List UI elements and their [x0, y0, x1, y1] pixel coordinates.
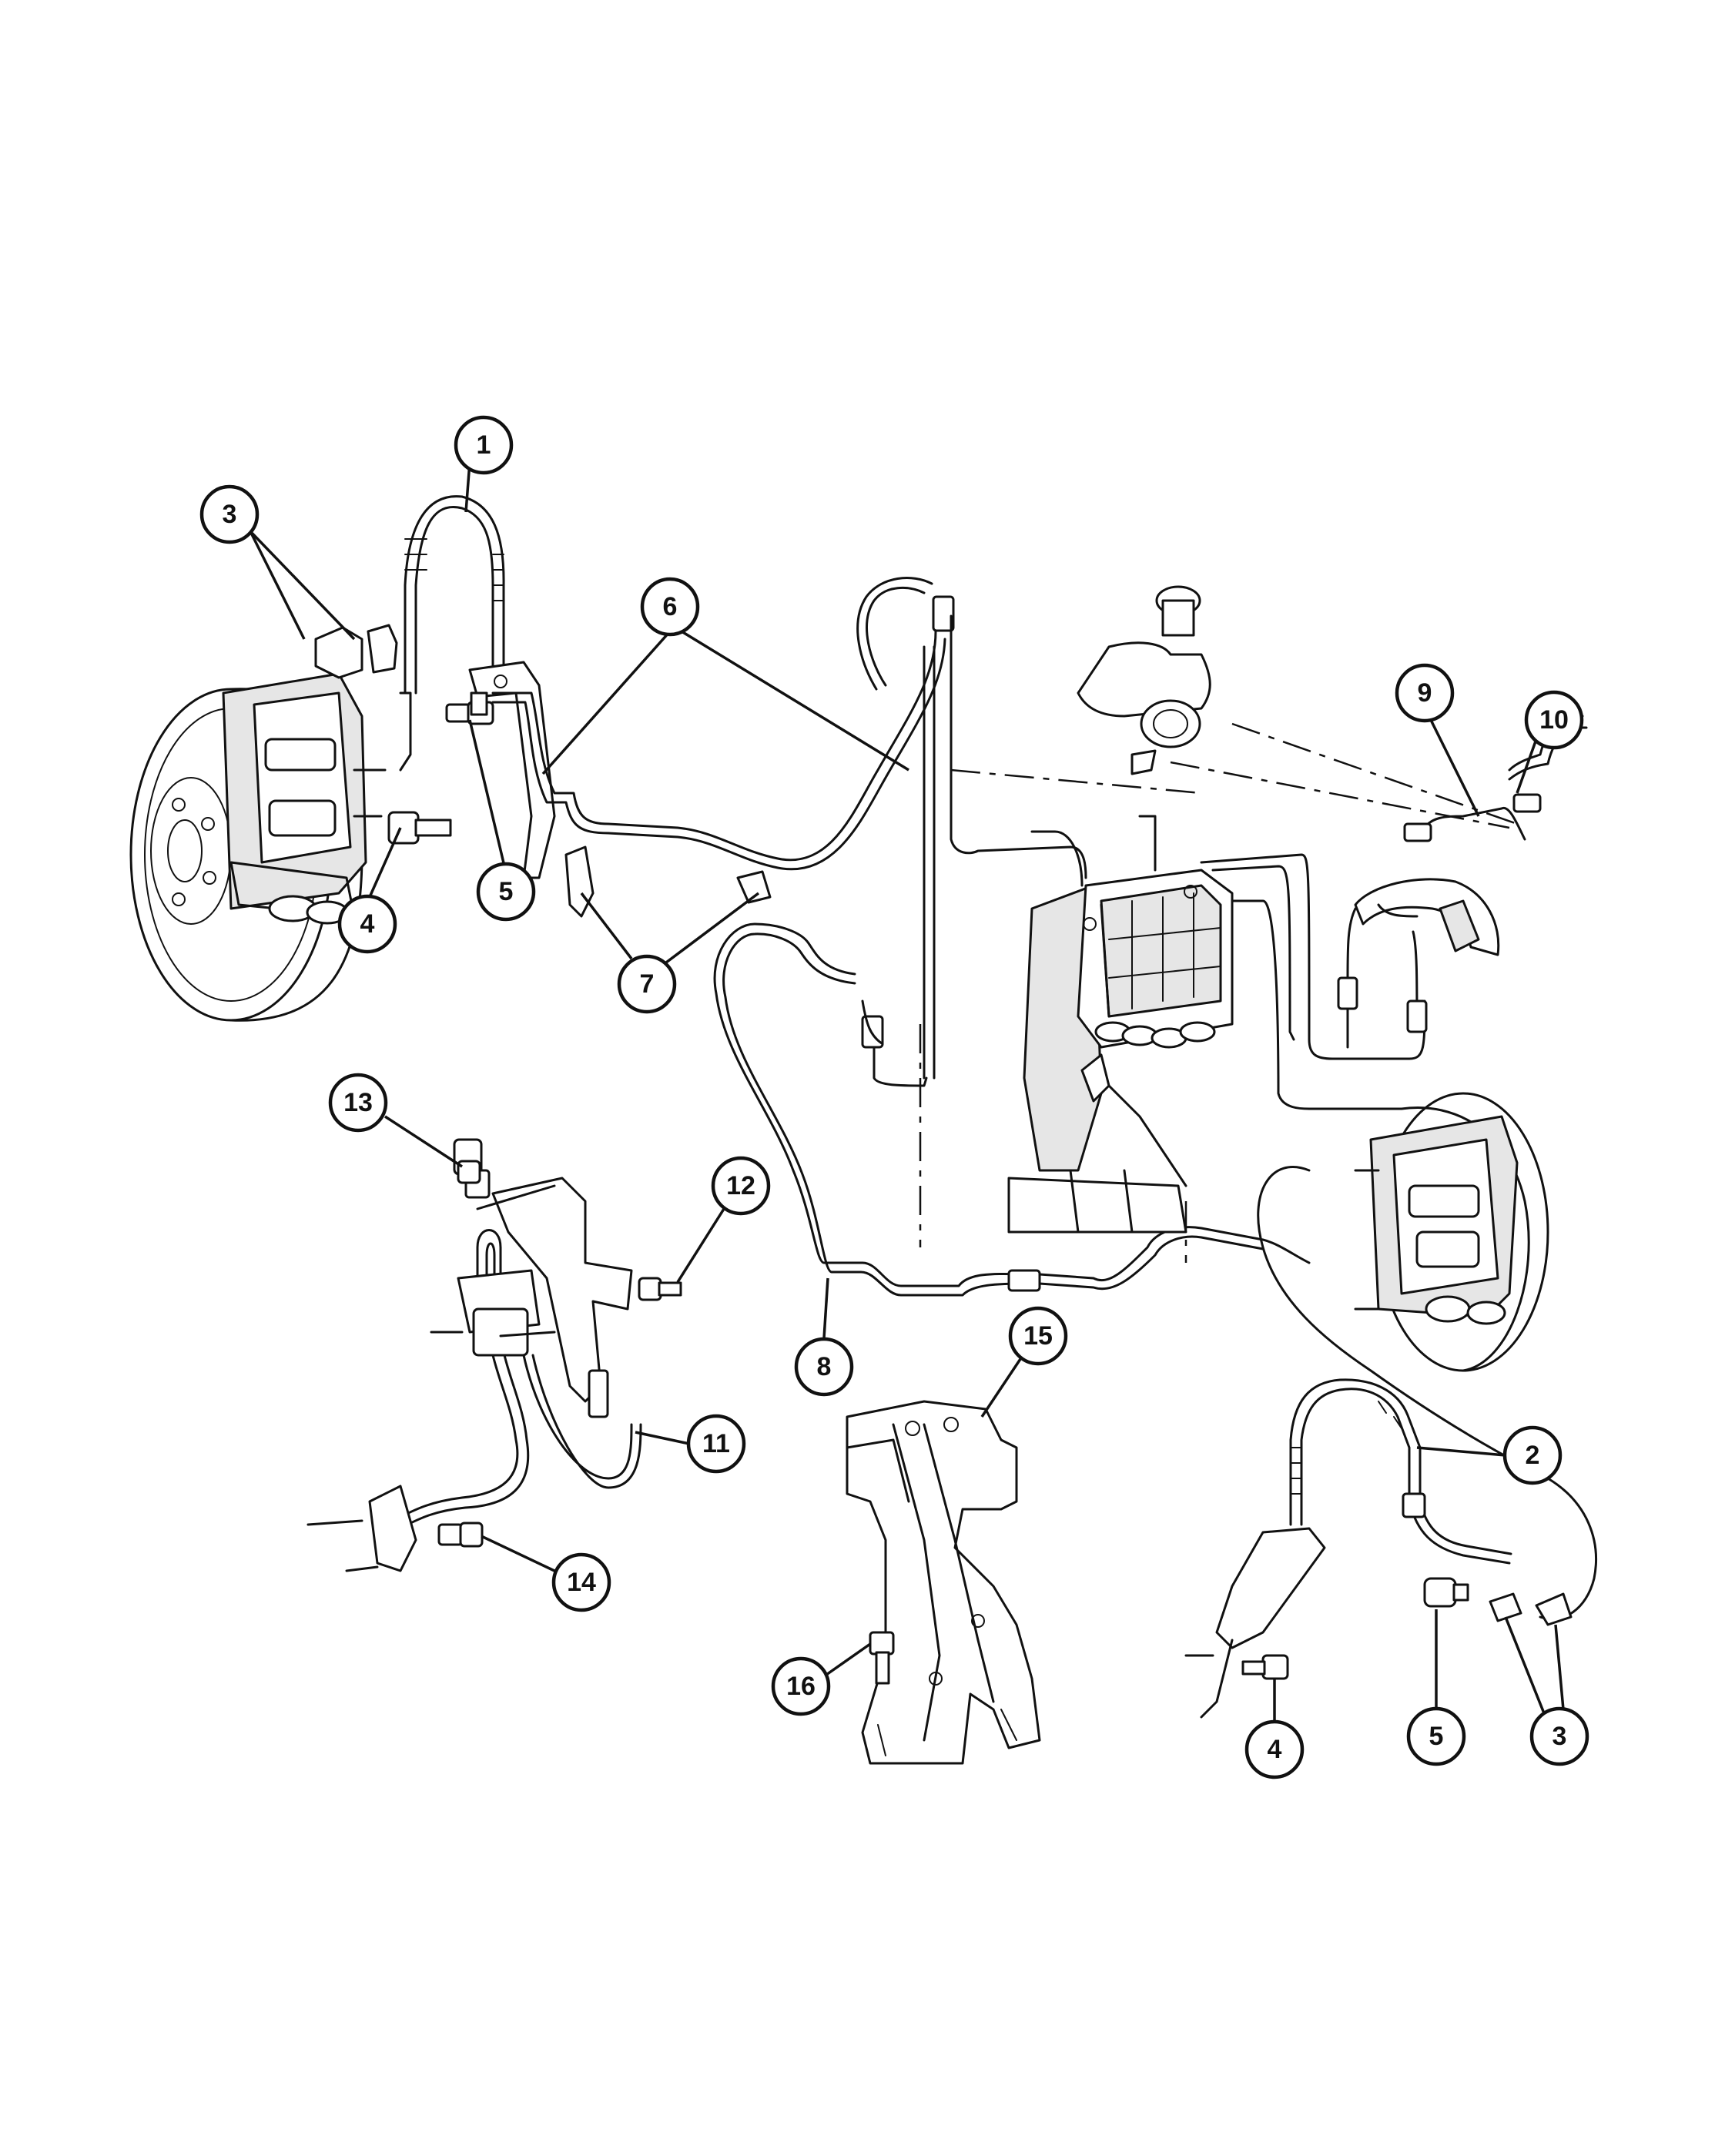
- callout-3-right: 3: [1529, 1706, 1589, 1766]
- callout-16: 16: [771, 1656, 831, 1716]
- hcu-bracket: [846, 1400, 1041, 1765]
- callout-8: 8: [794, 1337, 854, 1397]
- svg-text:4: 4: [1268, 1735, 1282, 1764]
- callout-14: 14: [551, 1552, 611, 1612]
- callout-10: 10: [1524, 690, 1584, 750]
- svg-text:3: 3: [1552, 1722, 1567, 1751]
- hydraulic-control-unit: [923, 614, 1426, 1234]
- svg-text:5: 5: [1429, 1722, 1444, 1751]
- callout-15: 15: [1008, 1306, 1068, 1366]
- brake-tubes-right: [1337, 715, 1588, 1049]
- wheel-speed-sensor: [306, 1138, 682, 1572]
- callout-12: 12: [711, 1156, 771, 1216]
- callout-5-right: 5: [1406, 1706, 1466, 1766]
- brake-hose-front-right: [1184, 1378, 1573, 1719]
- callouts: 1 3 4 5 6 7: [199, 415, 1589, 1779]
- callout-2: 2: [1502, 1425, 1563, 1485]
- svg-text:11: 11: [702, 1429, 730, 1458]
- svg-text:3: 3: [223, 500, 237, 529]
- svg-text:15: 15: [1023, 1321, 1053, 1351]
- callout-4-right: 4: [1244, 1719, 1305, 1779]
- callout-9: 9: [1395, 663, 1455, 723]
- svg-text:12: 12: [726, 1171, 755, 1200]
- callout-7: 7: [617, 954, 677, 1014]
- svg-text:4: 4: [360, 909, 375, 939]
- svg-text:14: 14: [567, 1568, 596, 1597]
- callout-3-left: 3: [199, 484, 260, 544]
- svg-text:7: 7: [640, 969, 655, 999]
- brake-tube-rear: [713, 922, 1311, 1297]
- svg-text:10: 10: [1539, 705, 1569, 735]
- master-cylinder-reservoir: [1077, 585, 1211, 775]
- callout-13: 13: [328, 1073, 388, 1133]
- svg-text:6: 6: [663, 592, 678, 621]
- callout-5-left: 5: [476, 862, 536, 922]
- svg-text:13: 13: [343, 1088, 373, 1117]
- callout-4-left: 4: [337, 894, 397, 954]
- left-brake-assembly: [129, 672, 387, 1022]
- svg-text:16: 16: [786, 1672, 816, 1701]
- right-brake-assembly: [1257, 1092, 1597, 1621]
- svg-text:5: 5: [499, 877, 514, 906]
- svg-text:1: 1: [477, 430, 491, 460]
- callout-6: 6: [640, 577, 700, 637]
- svg-text:8: 8: [817, 1352, 832, 1381]
- svg-text:2: 2: [1526, 1441, 1540, 1470]
- dashed-reference-lines: [919, 722, 1518, 1263]
- svg-text:9: 9: [1418, 678, 1432, 708]
- callout-11: 11: [686, 1414, 746, 1474]
- callout-1: 1: [454, 415, 514, 475]
